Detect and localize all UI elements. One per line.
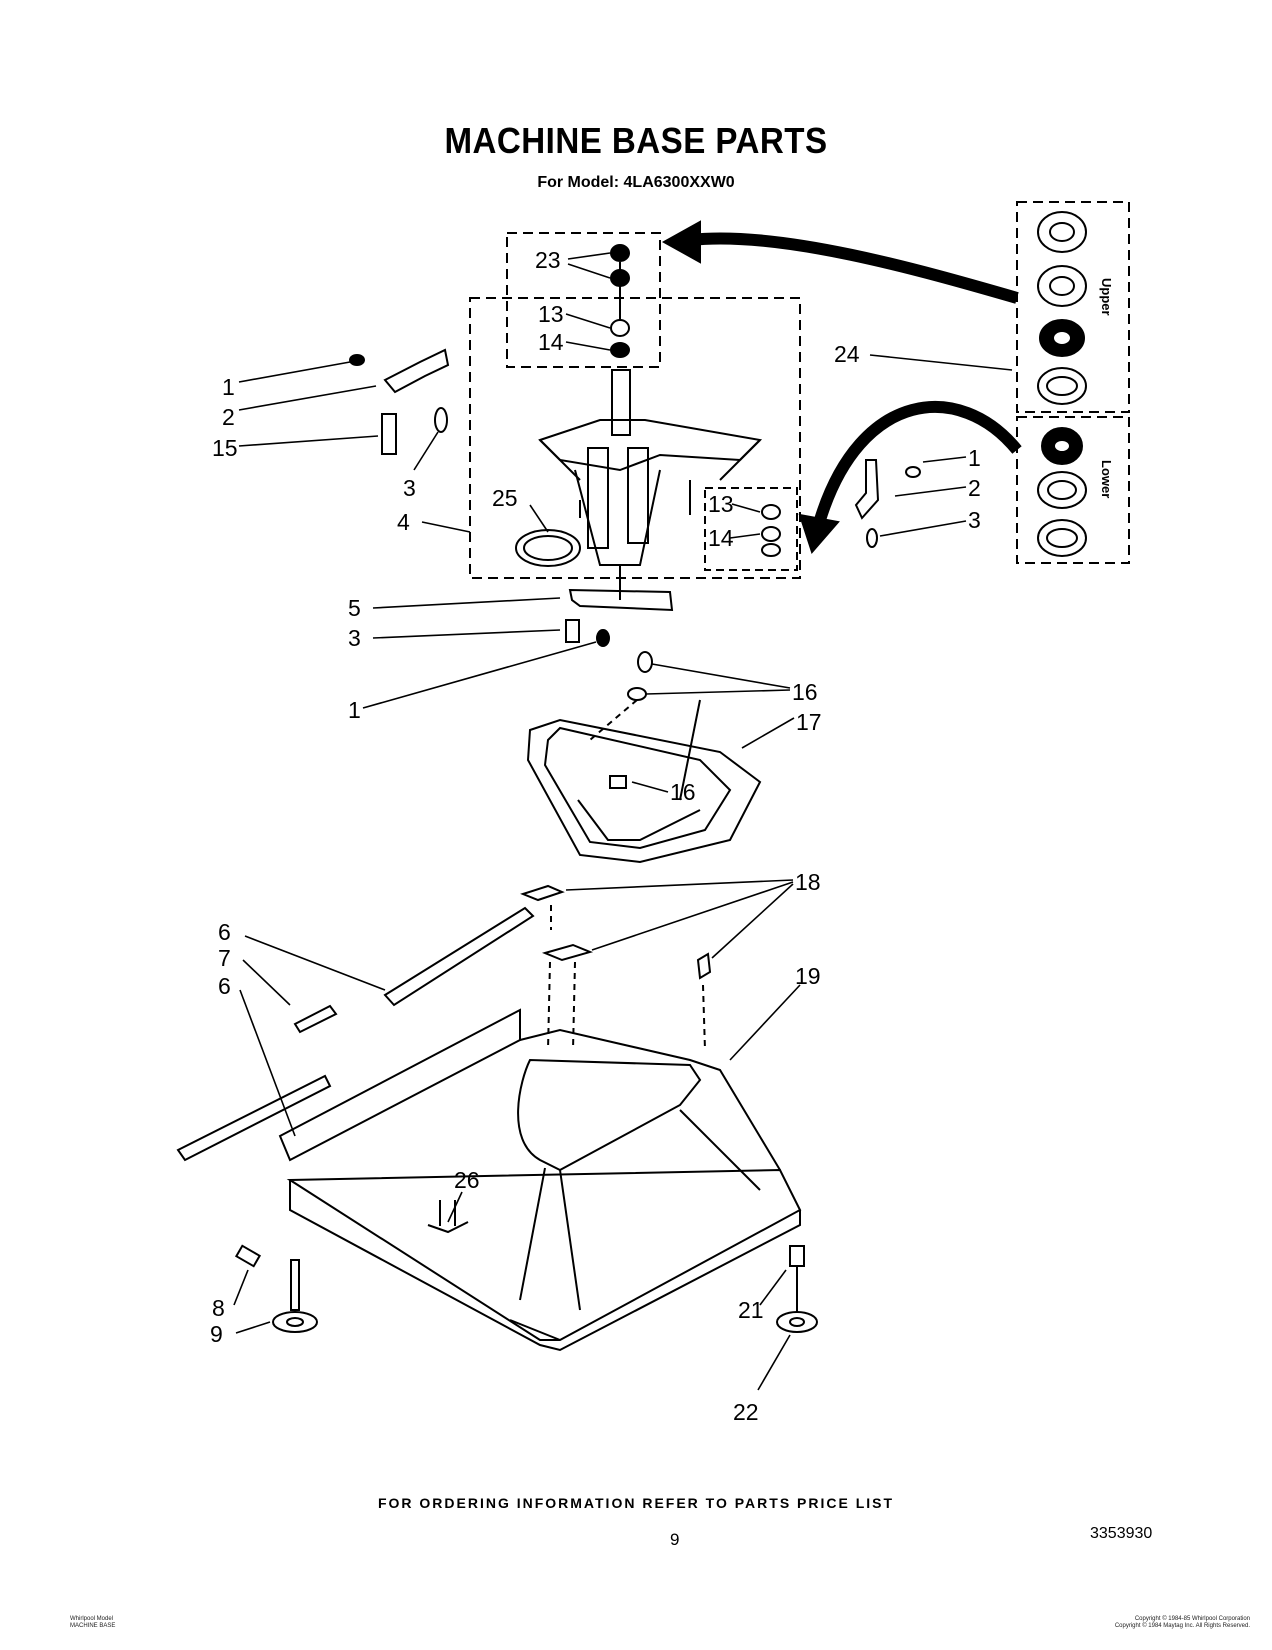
- callout-6-lower: 6: [218, 973, 231, 999]
- base-frame-19: [278, 1008, 802, 1352]
- callout-17: 17: [796, 709, 822, 735]
- callout-18: 18: [795, 869, 821, 895]
- callout-16-top: 16: [792, 679, 818, 705]
- callout-26: 26: [454, 1167, 480, 1193]
- callout-23: 23: [535, 247, 561, 273]
- callout-21: 21: [738, 1297, 764, 1323]
- callout-8: 8: [212, 1295, 225, 1321]
- pad-18-middle: [541, 943, 594, 962]
- bracket-2-left: [383, 348, 450, 394]
- lower-kit-dashed-box: [1016, 416, 1130, 564]
- upper-bearing-set: [1037, 211, 1087, 405]
- callout-24: 24: [834, 341, 860, 367]
- foot-22: [776, 1311, 818, 1333]
- page-title: MACHINE BASE PARTS: [444, 120, 828, 161]
- lower-kit-arrowhead: [798, 513, 840, 554]
- callout-13-upper: 13: [538, 301, 564, 327]
- upper-bearing-dashed-box: [506, 232, 661, 368]
- transmission-spider: [538, 369, 763, 600]
- callout-19: 19: [795, 963, 821, 989]
- callout-2-right: 2: [968, 475, 981, 501]
- callout-22: 22: [733, 1399, 759, 1425]
- document-number: 3353930: [1090, 1525, 1153, 1542]
- page-number: 9: [670, 1530, 680, 1549]
- callout-1-left: 1: [222, 374, 235, 400]
- callout-9: 9: [210, 1321, 223, 1347]
- pin-8: [234, 1244, 262, 1268]
- callout-1-center: 1: [348, 697, 361, 723]
- bracket-5: [568, 588, 674, 612]
- callout-4: 4: [397, 509, 410, 535]
- rail-6-upper: [383, 906, 535, 1007]
- footer-small-left-line2: MACHINE BASE: [70, 1623, 116, 1629]
- model-subtitle: For Model: 4LA6300XXW0: [537, 174, 735, 191]
- frame-17: [526, 718, 762, 864]
- footer-small-left-line1: Whirlpool Model: [70, 1616, 114, 1622]
- callout-3-right: 3: [968, 507, 981, 533]
- ordering-note: FOR ORDERING INFORMATION REFER TO PARTS …: [377, 1495, 895, 1511]
- lower-bearing-set: [1037, 427, 1087, 557]
- nut-21: [789, 1245, 805, 1267]
- lower-kit-label: Lower: [1099, 460, 1114, 498]
- callout-1-right: 1: [968, 445, 981, 471]
- clip-7: [293, 1004, 338, 1034]
- clip-16-middle: [627, 687, 647, 701]
- spring-15: [381, 413, 397, 455]
- callout-7: 7: [218, 945, 231, 971]
- callout-3-center: 3: [348, 625, 361, 651]
- pad-18-top: [520, 884, 565, 902]
- rail-6-lower: [176, 1074, 332, 1162]
- pad-18-right: [696, 952, 712, 980]
- callout-14-upper: 14: [538, 329, 564, 355]
- transmission-dashed-box: [469, 297, 801, 579]
- callout-6-upper: 6: [218, 919, 231, 945]
- lower-bearing-dashed-box: [704, 487, 798, 571]
- bracket-2-right: [854, 459, 880, 520]
- upper-kit-arrow: [689, 232, 1019, 304]
- callout-3-left: 3: [403, 475, 416, 501]
- callout-2-left: 2: [222, 404, 235, 430]
- copyright-line2: Copyright © 1984 Maytag Inc. All Rights …: [1114, 1623, 1250, 1629]
- footer-small-left: Whirlpool Model MACHINE BASE: [70, 1616, 115, 1630]
- callout-16-bottom: 16: [670, 779, 696, 805]
- upper-kit-arrowhead: [661, 220, 701, 264]
- upper-kit-label: Upper: [1099, 278, 1114, 316]
- callout-15: 15: [212, 435, 238, 461]
- copyright-line1: Copyright © 1984-85 Whirlpool Corporatio…: [1134, 1616, 1250, 1622]
- ring-25: [515, 529, 581, 567]
- foot-9: [272, 1311, 318, 1333]
- upper-kit-dashed-box: [1016, 201, 1130, 413]
- callout-14-lower: 14: [708, 525, 734, 551]
- clip-26: [427, 1200, 469, 1234]
- callout-13-lower: 13: [708, 491, 734, 517]
- clip-16-top: [637, 651, 653, 673]
- callout-25: 25: [492, 485, 518, 511]
- footer-small-right: Copyright © 1984-85 Whirlpool Corporatio…: [1050, 1616, 1250, 1630]
- lower-kit-arrow: [814, 401, 1022, 522]
- callout-5: 5: [348, 595, 361, 621]
